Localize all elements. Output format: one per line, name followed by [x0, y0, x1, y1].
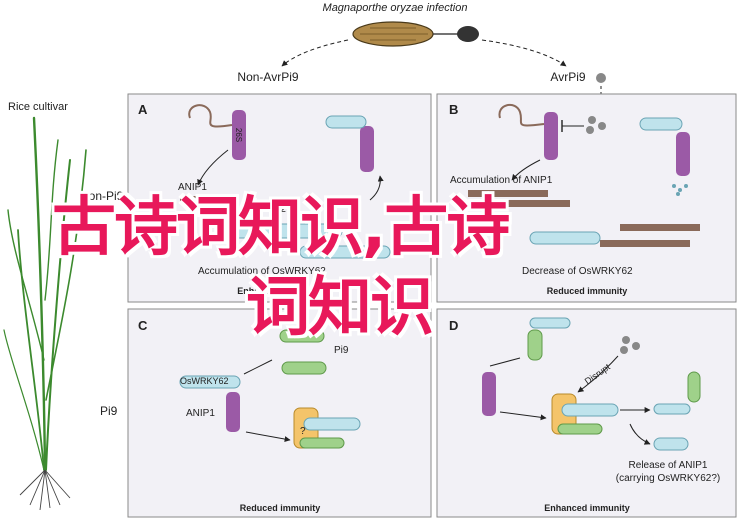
disrupt-arrow-d [577, 355, 619, 393]
return-arrow-b [511, 159, 541, 181]
panel-d-caption: Enhanced immunity [544, 503, 630, 513]
pi9-block-c1 [279, 329, 325, 343]
arrow-d [499, 411, 547, 421]
panel-a-label-wrky: OsWRKY62 [232, 204, 286, 215]
panel-c: C Pi9 OsWRKY62 ANIP1 ? Reduced immunity [127, 308, 432, 518]
panel-b-letter: B [449, 102, 458, 117]
fungus-icon [352, 21, 479, 47]
anip1-block-b3 [620, 224, 700, 231]
panel-a-label-anip1: ANIP1 [178, 182, 207, 193]
figure-title: Magnaporthe oryzae infection [323, 2, 468, 14]
pi9-block-c2 [281, 361, 327, 375]
branch-arrow-right [481, 39, 567, 67]
proteasome-icon-d [482, 372, 496, 416]
anip1-block-b [468, 190, 548, 197]
panel-b-label-decrease: Decrease of OsWRKY62 [522, 266, 633, 277]
inhibit-line-d [489, 357, 521, 367]
proteasome-label-a: 26S [234, 128, 243, 142]
panel-d: D Disrupt Release of ANIP1 (carrying OsW… [436, 308, 737, 518]
branch-label-right: AvrPi9 [550, 70, 585, 84]
panel-b-label-accum: Accumulation of ANIP1 [450, 175, 553, 186]
row-label-bottom: Pi9 [100, 404, 118, 418]
avrpi9-effector-icon [596, 73, 606, 83]
wrky-block-c [179, 375, 241, 389]
question-mark-c: ? [300, 426, 306, 437]
degraded-fragments-icon [672, 184, 688, 196]
panel-b-caption: Reduced immunity [547, 286, 628, 296]
proteasome-icon-b [544, 112, 558, 160]
panel-d-letter: D [449, 318, 458, 333]
avrpi9-cluster-icon-d [620, 336, 640, 354]
avrpi9-cluster-icon [586, 116, 606, 134]
anip1-block-a [180, 196, 230, 202]
proteasome-icon: 26S [232, 110, 246, 160]
panel-c-label-anip1: ANIP1 [186, 408, 215, 419]
wrky-block-a2 [299, 245, 391, 259]
panel-a: A 26S ANIP1 OsWRKY62 Accumulation of OsW… [127, 93, 432, 303]
watermark-line-1: 古诗词知识,古诗 [52, 191, 510, 265]
panel-d-label-carrying: (carrying OsWRKY62?) [616, 473, 720, 484]
panel-a-label-accum: Accumulation of OsWRKY62 [198, 266, 326, 277]
panel-c-label-pi9: Pi9 [334, 345, 349, 356]
arrow-c [245, 431, 291, 442]
anip1-chain-icon-b [498, 103, 545, 127]
proteasome-icon-c [226, 392, 240, 432]
rice-plant-icon [3, 116, 87, 472]
branch-arrow-left [281, 39, 349, 67]
panel-a-letter: A [138, 102, 148, 117]
wrky-released-d [653, 403, 691, 415]
degradation-arrow-a [197, 149, 229, 186]
wrky-block-a [221, 223, 343, 239]
row-label-top: Non-Pi9 [80, 189, 124, 203]
anip1-block-b2 [480, 200, 570, 207]
watermark-line-2: 词知识 [246, 271, 434, 345]
pi9-released-d [687, 371, 701, 403]
wrky-block-b [529, 231, 601, 245]
branch-label-left: Non-AvrPi9 [237, 70, 298, 84]
proteasome-icon-b2 [639, 117, 690, 176]
anip1-released-d [653, 437, 689, 451]
anip1-block-b4 [600, 240, 690, 247]
panel-c-label-wrky: OsWRKY62 [180, 376, 229, 386]
wrky-block-d [529, 317, 571, 329]
panel-b: B Accumulation of ANIP1 Decrease of OsWR… [436, 93, 737, 303]
panel-c-caption: Reduced immunity [240, 503, 321, 513]
panel-a-caption: Enhanced immunity [237, 286, 323, 296]
panel-c-letter: C [138, 318, 148, 333]
inhibit-line-c [243, 359, 273, 375]
complex-icon-d [551, 393, 619, 435]
complex-icon-c: ? [293, 407, 361, 449]
release-arrow-d2 [629, 423, 651, 445]
panel-d-label-release: Release of ANIP1 [629, 460, 708, 471]
anip1-chain-icon [188, 104, 233, 128]
proteasome-icon-a2 [325, 115, 374, 172]
pi9-block-d [527, 329, 543, 361]
return-arrow-a [369, 175, 384, 201]
cultivar-label: Rice cultivar [8, 101, 68, 113]
rice-roots-icon [19, 469, 71, 511]
